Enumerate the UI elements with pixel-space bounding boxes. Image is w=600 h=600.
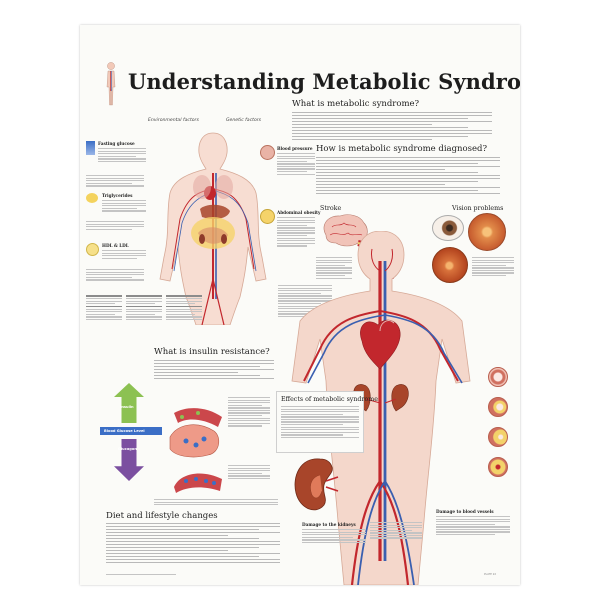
insulin-footnote <box>154 499 278 507</box>
how-diagnosed-heading: How is metabolic syndrome diagnosed? <box>316 144 488 154</box>
side-paragraph-3 <box>86 269 144 282</box>
lab-values-table <box>86 295 204 337</box>
environmental-factors-label: Environmental factors <box>148 118 199 123</box>
genetic-factors-label: Genetic factors <box>226 118 262 123</box>
vision-body <box>472 257 514 278</box>
brain-illustration <box>323 214 368 247</box>
effects-heading: Effects of metabolic syndrome <box>281 396 378 403</box>
plaque-artery-icon <box>488 397 508 417</box>
vessel-series <box>484 367 514 477</box>
diet-heading: Diet and lifestyle changes <box>106 511 218 521</box>
stroke-heading: Stroke <box>320 205 342 212</box>
effects-box: Effects of metabolic syndrome <box>276 391 378 453</box>
insulin-resistance-heading: What is insulin resistance? <box>154 347 270 357</box>
glucose-level-bar <box>100 427 162 435</box>
insulin-arrow <box>114 383 144 423</box>
kidneys-body <box>302 529 366 544</box>
insulin-receptor-illustration <box>169 408 222 458</box>
kidney-illustration <box>294 458 339 511</box>
side-paragraph-2 <box>86 221 144 231</box>
blocked-artery-icon <box>488 457 508 477</box>
body-figure-illustration <box>159 132 267 325</box>
kidneys-heading: Damage to the kidneys <box>302 522 356 527</box>
eye-illustration <box>432 215 464 241</box>
glucose-level-label: Blood Glucose Level <box>104 428 145 433</box>
insulin-glucagon-diagram: Insulin Blood Glucose Level Glucagon <box>100 381 162 481</box>
diet-body <box>106 523 280 565</box>
hdl-ldl-heading: HDL & LDL <box>102 243 129 248</box>
resistant-cell-illustration <box>174 473 222 493</box>
poster-title: Understanding Metabolic Syndrome <box>128 69 520 94</box>
copyright-line <box>106 574 176 577</box>
lipoprotein-icon <box>86 243 99 256</box>
receptor-caption <box>228 397 270 428</box>
retina-illustration <box>468 213 506 251</box>
fasting-glucose-heading: Fasting glucose <box>98 141 135 146</box>
vessel-cross-section-icon <box>260 145 275 160</box>
vessels-heading: Damage to blood vessels <box>436 509 494 514</box>
anatomy-circulation-illustration <box>291 231 471 585</box>
retina-damage-illustration <box>432 247 468 283</box>
glucagon-label: Glucagon <box>118 447 137 451</box>
plate-label: PLATE 22 <box>484 573 496 576</box>
abdominal-obesity-heading: Abdominal obesity <box>277 210 321 215</box>
normal-artery-icon <box>488 367 508 387</box>
narrowed-artery-icon <box>488 427 508 447</box>
blood-pressure-heading: Blood pressure <box>277 146 313 151</box>
kidneys-body-2 <box>370 522 422 540</box>
what-is-body <box>292 112 492 142</box>
mini-body-icon <box>106 62 116 106</box>
triglyceride-droplet-icon <box>86 193 98 203</box>
stroke-body <box>316 257 352 280</box>
side-paragraph-1 <box>86 175 144 188</box>
resistant-caption <box>228 465 270 480</box>
what-is-heading: What is metabolic syndrome? <box>292 99 420 109</box>
vessels-body <box>436 516 510 537</box>
glucose-arrow-icon <box>86 141 95 155</box>
how-diagnosed-body <box>316 157 500 196</box>
glucagon-arrow <box>114 439 144 481</box>
insulin-label: Insulin <box>120 405 134 409</box>
insulin-resistance-body <box>154 360 274 381</box>
poster: Understanding Metabolic Syndrome Environ… <box>80 25 520 585</box>
vision-heading: Vision problems <box>452 205 504 212</box>
fat-cell-icon <box>260 209 275 224</box>
triglycerides-heading: Triglycerides <box>102 193 133 198</box>
